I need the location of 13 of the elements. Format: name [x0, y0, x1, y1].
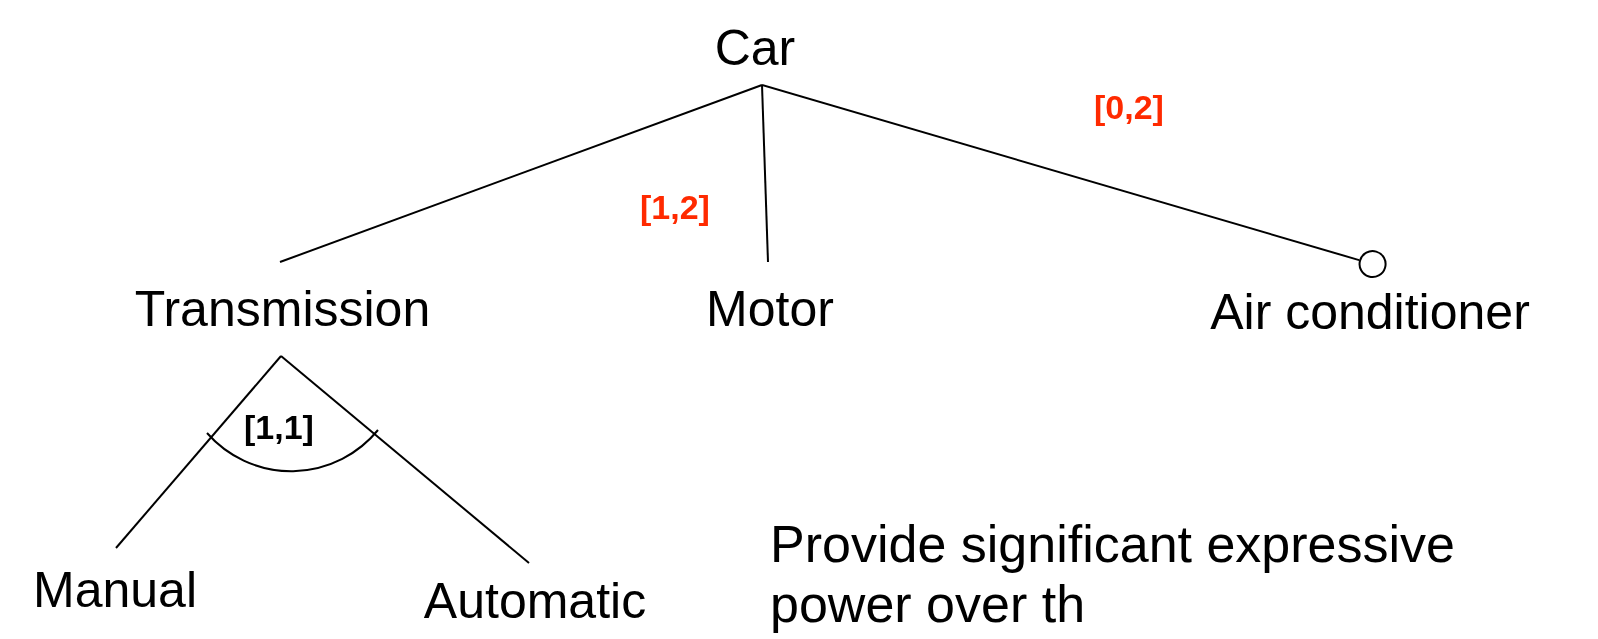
feature-name: Motor: [706, 284, 834, 334]
group-cardinality: [1,1]: [244, 410, 314, 444]
feature-name: Automatic: [423, 576, 647, 626]
feature-name: Air conditioner: [1210, 287, 1530, 337]
body-text: Provide significant expressive power over th: [770, 515, 1456, 635]
feature-name: Transmission: [134, 284, 431, 334]
feature-name: Manual: [33, 565, 197, 615]
feature-name: Car: [714, 22, 796, 73]
connector-line: [280, 355, 530, 564]
connector-line: [115, 355, 282, 549]
optional-feature-connector: [761, 84, 1387, 279]
connector-line: [761, 84, 769, 263]
connector-line: [279, 84, 763, 263]
